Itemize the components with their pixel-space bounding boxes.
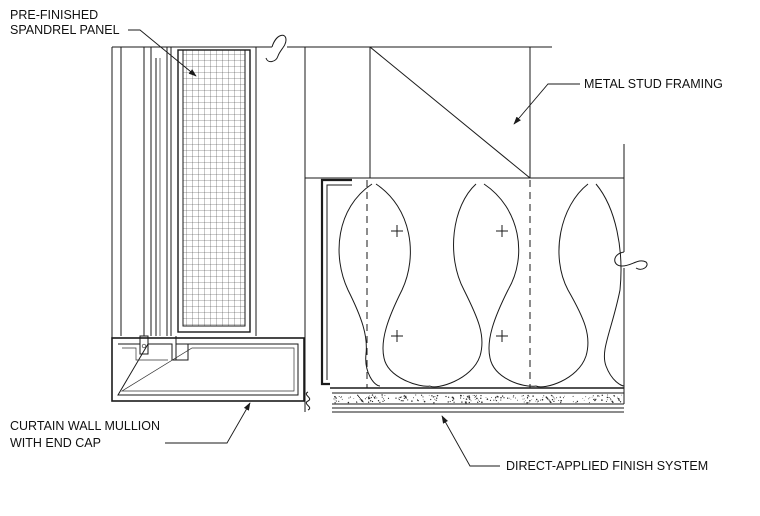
finish-system-layers xyxy=(330,387,624,413)
metal-stud-framing xyxy=(305,46,624,179)
metal-stud-label: METAL STUD FRAMING xyxy=(584,77,723,91)
insulation-cross-marks xyxy=(391,225,508,342)
stud-centerlines xyxy=(366,180,531,388)
annotations: PRE-FINISHED SPANDREL PANEL METAL STUD F… xyxy=(10,8,723,473)
batt-insulation xyxy=(338,183,625,388)
finish-stipple xyxy=(333,394,622,404)
top-break-line xyxy=(112,34,552,63)
leader-lines xyxy=(128,29,580,467)
finish-system-label: DIRECT-APPLIED FINISH SYSTEM xyxy=(506,459,708,473)
wall-jamb xyxy=(304,47,311,412)
right-break-line xyxy=(614,144,648,404)
spandrel-label-line1: PRE-FINISHED xyxy=(10,8,98,22)
mullion-label-line2: WITH END CAP xyxy=(10,436,101,450)
mullion-label-line1: CURTAIN WALL MULLION xyxy=(10,419,160,433)
spandrel-label-line2: SPANDREL PANEL xyxy=(10,23,120,37)
curtain-wall-mullion xyxy=(120,47,172,355)
spandrel-panel xyxy=(175,47,257,360)
trim-channel xyxy=(320,178,352,386)
mullion-end-cap xyxy=(111,47,305,402)
